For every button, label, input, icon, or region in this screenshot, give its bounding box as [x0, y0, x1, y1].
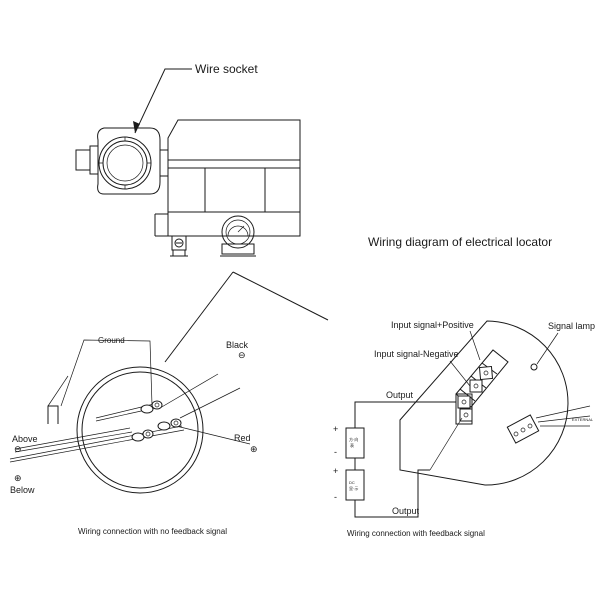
input-negative-label: Input signal-Negative	[374, 349, 459, 359]
zoom-line-top	[232, 271, 329, 321]
signal-source-box: 方·向 表	[345, 427, 365, 459]
locator-housing-drawing	[75, 119, 301, 257]
black-minus-symbol: ⊖	[238, 350, 246, 360]
output-top-label: Output	[386, 390, 414, 400]
wire-socket-label: Wire socket	[195, 62, 258, 76]
above-label: Above	[12, 434, 38, 444]
signal-lamp-label: Signal lamp	[548, 321, 595, 331]
plus-sign-top: +	[333, 424, 338, 434]
actuator-body-drawing	[154, 119, 301, 257]
locator-plate	[399, 320, 569, 486]
minus-sign-top: -	[334, 447, 337, 457]
minus-sign-bottom: -	[334, 492, 337, 502]
zoom-line-left	[164, 271, 234, 363]
lamp-terminal-block	[506, 414, 540, 444]
below-plus-symbol: ⊕	[14, 473, 22, 483]
crimp-terminal-right	[157, 418, 182, 431]
input-terminal-block	[455, 349, 509, 425]
red-wire-label: Red	[234, 433, 251, 443]
diagram-title: Wiring diagram of electrical locator	[368, 235, 552, 249]
wire-socket-drawing	[75, 127, 169, 195]
output-loop	[354, 401, 463, 518]
lamp-wires: EXTERNAL	[535, 405, 594, 427]
ground-label: Ground	[98, 336, 125, 345]
plus-sign-bottom: +	[333, 466, 338, 476]
crimp-terminal-top	[140, 400, 163, 414]
input-positive-label: Input signal+Positive	[391, 320, 474, 330]
wire-socket-arrowhead	[133, 121, 140, 133]
wire-bundle	[9, 373, 251, 463]
above-minus-symbol: ⊖	[14, 444, 22, 454]
crimp-terminal-middle	[131, 429, 154, 442]
feedback-meter-glyph-2: 显·示	[349, 486, 358, 491]
input-positive-leader	[469, 330, 481, 361]
signal-source-glyph-2: 表	[350, 442, 354, 448]
lamp-wire-tag: EXTERNAL	[572, 417, 594, 422]
ground-wire: Ground	[47, 336, 153, 424]
feedback-meter-box: DC 显·示	[345, 469, 365, 501]
wire-socket-leader	[134, 68, 192, 134]
black-wire-label: Black	[226, 340, 249, 350]
red-plus-symbol: ⊕	[250, 444, 258, 454]
terminal-circle-left	[76, 366, 204, 494]
signal-lamp-leader	[536, 332, 559, 365]
signal-source-glyph: 方·向	[349, 436, 358, 442]
input-negative-leader	[449, 360, 471, 387]
caption-with-feedback: Wiring connection with feedback signal	[347, 529, 485, 538]
caption-no-feedback: Wiring connection with no feedback signa…	[78, 527, 227, 536]
feedback-meter-glyph: DC	[349, 480, 355, 485]
below-label: Below	[10, 485, 35, 495]
output-bottom-label: Output	[392, 506, 420, 516]
